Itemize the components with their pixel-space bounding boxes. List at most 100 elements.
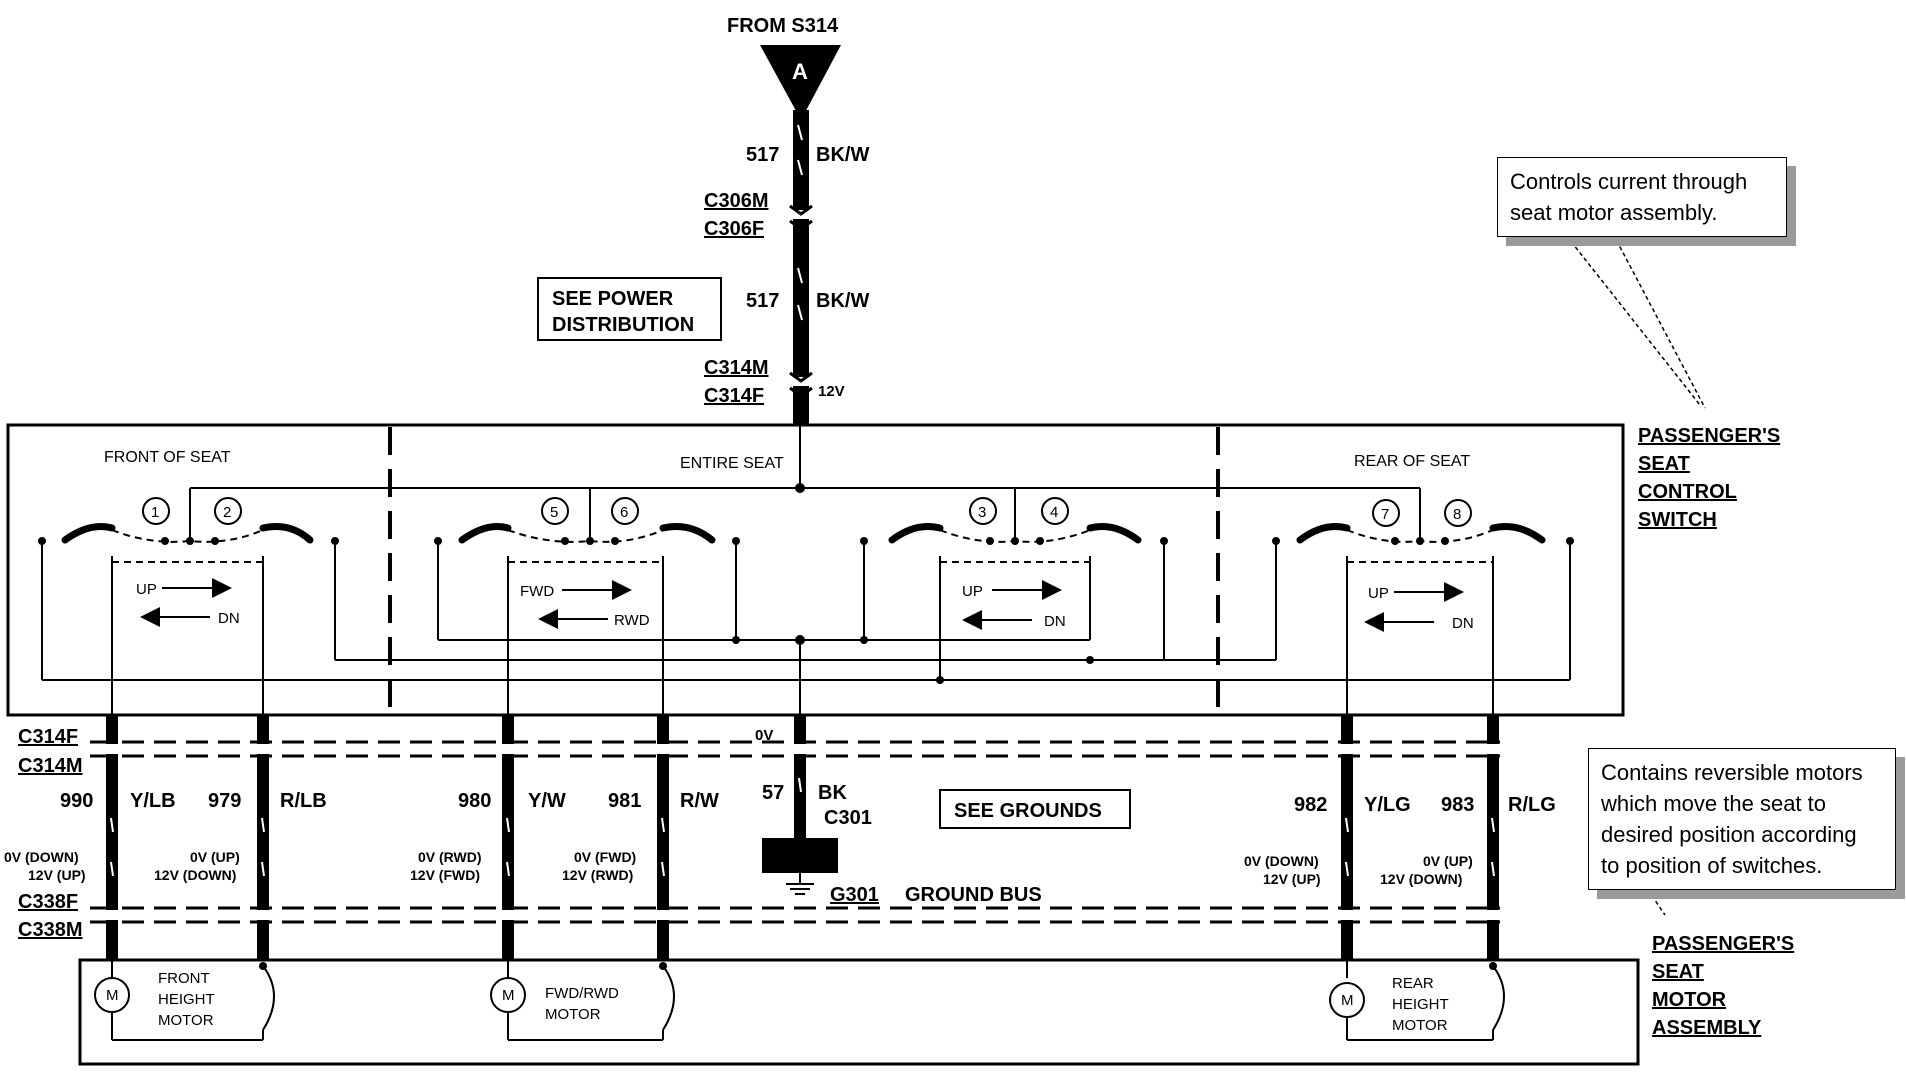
svg-text:12V (RWD): 12V (RWD) (562, 867, 633, 883)
feed-color-2: BK/W (816, 290, 869, 312)
svg-text:12V (FWD): 12V (FWD) (410, 867, 480, 883)
wire-982-color: Y/LG (1364, 794, 1411, 816)
switch-callout: Controls current through seat motor asse… (1497, 157, 1787, 237)
contact-6: 6 (620, 504, 628, 521)
wire-982-circuit: 982 (1294, 794, 1327, 816)
wire-979-color: R/LB (280, 790, 327, 812)
svg-text:0V (DOWN): 0V (DOWN) (4, 849, 79, 865)
switch-internal-wiring (41, 425, 1571, 715)
dir-front-dn: DN (218, 610, 240, 627)
svg-text:FWD/RWD: FWD/RWD (545, 985, 619, 1002)
feed-circuit-2: 517 (746, 290, 779, 312)
wire-981-circuit: 981 (608, 790, 641, 812)
svg-text:M: M (1341, 992, 1354, 1009)
switch-label: PASSENGER'S SEAT CONTROL SWITCH (1638, 425, 1780, 531)
motor-front-height: M FRONT HEIGHT MOTOR (94, 970, 215, 1029)
switch-dashed-links (111, 529, 1494, 563)
svg-text:PASSENGER'S: PASSENGER'S (1638, 425, 1780, 447)
see-grounds-label: SEE GROUNDS (954, 800, 1102, 822)
wire-990-color: Y/LB (130, 790, 176, 812)
switch-blades (61, 523, 1546, 544)
svg-text:12V (UP): 12V (UP) (1263, 871, 1321, 887)
switch-terminals (38, 483, 1574, 684)
motor-wiring (111, 960, 1505, 1041)
ground-voltage: 0V (755, 727, 773, 744)
wire-voltage-states: 0V (DOWN) 12V (UP) 0V (UP) 12V (DOWN) 0V… (4, 849, 1473, 887)
contact-2: 2 (223, 504, 231, 521)
wire-980-circuit: 980 (458, 790, 491, 812)
feed-wire (793, 110, 809, 426)
contact-7: 7 (1381, 506, 1389, 523)
dir-rear-dn: DN (1452, 615, 1474, 632)
wire-983-circuit: 983 (1441, 794, 1474, 816)
svg-text:M: M (502, 987, 515, 1004)
dir-rear-up: UP (1368, 585, 1389, 602)
motor-callout-line-2: which move the seat to (1601, 791, 1827, 816)
see-power-line-1: SEE POWER (552, 288, 674, 310)
contact-numbers: 1 2 5 6 3 4 7 8 (142, 497, 1472, 527)
connector-c314-rows (90, 740, 1500, 924)
ground-color: BK (818, 782, 847, 804)
feed-color-1: BK/W (816, 144, 869, 166)
c338m-label: C338M (18, 919, 82, 941)
svg-text:SWITCH: SWITCH (1638, 509, 1717, 531)
wire-990-circuit: 990 (60, 790, 93, 812)
feed-circuit-1: 517 (746, 144, 779, 166)
svg-text:0V (DOWN): 0V (DOWN) (1244, 853, 1319, 869)
ground-symbol (786, 873, 814, 895)
motor-callout-line-1: Contains reversible motors (1601, 760, 1863, 785)
ground-bus-block (762, 838, 838, 873)
connector-a-triangle (760, 45, 841, 120)
motor-icon (1329, 982, 1365, 1018)
svg-text:MOTOR: MOTOR (1392, 1017, 1448, 1034)
svg-text:12V (DOWN): 12V (DOWN) (154, 867, 236, 883)
svg-text:CONTROL: CONTROL (1638, 481, 1737, 503)
svg-text:12V (UP): 12V (UP) (28, 867, 86, 883)
svg-text:SEAT: SEAT (1638, 453, 1690, 475)
c338f-label: C338F (18, 891, 78, 913)
section-entire: ENTIRE SEAT (680, 455, 784, 472)
motor-icon (490, 977, 526, 1013)
svg-text:SEAT: SEAT (1652, 961, 1704, 983)
source-label: FROM S314 (727, 15, 839, 37)
ground-name: GROUND BUS (905, 884, 1042, 906)
harness-wires (106, 715, 1499, 960)
seat-motor-assembly-box (78, 958, 1640, 1066)
motor-icon (94, 977, 130, 1013)
svg-text:HEIGHT: HEIGHT (158, 991, 215, 1008)
direction-arrows (140, 578, 1464, 632)
c306m-label: C306M (704, 190, 768, 212)
switch-callout-line-1: Controls current through (1510, 169, 1748, 194)
c314m-label: C314M (18, 755, 82, 777)
c314m-top-label: C314M (704, 357, 768, 379)
dir-fwd: FWD (520, 583, 554, 600)
dir-front-up: UP (136, 581, 157, 598)
contact-1: 1 (151, 504, 159, 521)
wire-979-circuit: 979 (208, 790, 241, 812)
seat-control-switch-box (6, 423, 1625, 717)
svg-text:M: M (106, 987, 119, 1004)
dir-rwd: RWD (614, 612, 650, 629)
svg-text:MOTOR: MOTOR (158, 1012, 214, 1029)
connector-a-letter: A (792, 59, 808, 84)
svg-text:12V (DOWN): 12V (DOWN) (1380, 871, 1462, 887)
contact-3: 3 (978, 504, 986, 521)
c314f-top-label: C314F (704, 385, 764, 407)
svg-text:0V (FWD): 0V (FWD) (574, 849, 636, 865)
see-power-line-2: DISTRIBUTION (552, 314, 694, 336)
contact-5: 5 (550, 504, 558, 521)
svg-text:HEIGHT: HEIGHT (1392, 996, 1449, 1013)
switch-callout-line-2: seat motor assembly. (1510, 200, 1718, 225)
svg-text:0V (RWD): 0V (RWD) (418, 849, 482, 865)
svg-text:MOTOR: MOTOR (545, 1006, 601, 1023)
dir-entire-dn: DN (1044, 613, 1066, 630)
svg-text:ASSEMBLY: ASSEMBLY (1652, 1017, 1762, 1039)
svg-text:PASSENGER'S: PASSENGER'S (1652, 933, 1794, 955)
motor-fwd-rwd: M FWD/RWD MOTOR (490, 977, 619, 1023)
svg-text:0V (UP): 0V (UP) (1423, 853, 1473, 869)
section-rear: REAR OF SEAT (1354, 453, 1470, 470)
c314f-label: C314F (18, 726, 78, 748)
dir-entire-up: UP (962, 583, 983, 600)
see-grounds-box (939, 789, 1131, 829)
